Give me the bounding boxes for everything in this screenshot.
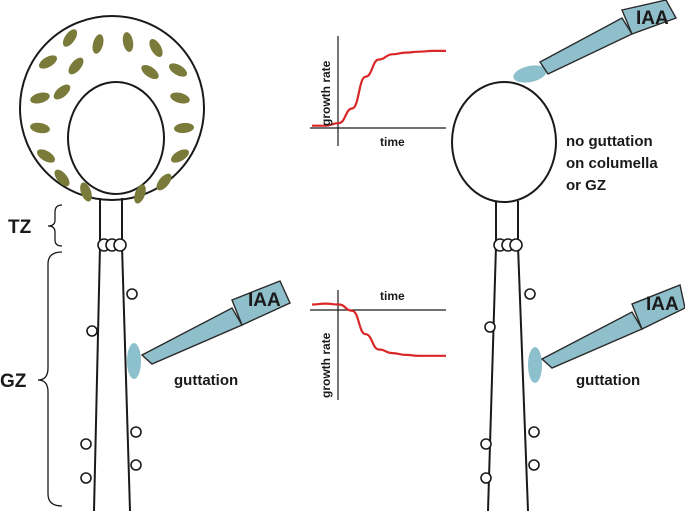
left-iaa-pipette-barrel bbox=[231, 280, 291, 326]
amyloplasts bbox=[30, 29, 194, 204]
amyloplast bbox=[80, 182, 92, 202]
bead bbox=[113, 238, 127, 252]
graph2-curve bbox=[311, 302, 446, 357]
growth-graph-decrease: time growth rate bbox=[310, 289, 446, 400]
amyloplast bbox=[30, 92, 50, 104]
amyloplast bbox=[53, 84, 71, 100]
right-iaa-pipette-barrel bbox=[631, 284, 685, 330]
right-head bbox=[451, 81, 557, 203]
no-guttation-line3: or GZ bbox=[566, 177, 606, 194]
graph2-x-label: time bbox=[380, 289, 405, 303]
tz-brace bbox=[47, 204, 63, 247]
left-tz-beads bbox=[97, 238, 127, 252]
tz-label: TZ bbox=[8, 217, 32, 238]
graph1-x-label: time bbox=[380, 135, 405, 149]
bead bbox=[509, 238, 523, 252]
amyloplast bbox=[36, 149, 56, 163]
left-inner-vacuole bbox=[67, 81, 165, 195]
amyloplast bbox=[30, 122, 50, 134]
top-iaa-pipette bbox=[538, 17, 634, 75]
right-tz-beads bbox=[493, 238, 523, 252]
left-outer-circle bbox=[19, 15, 205, 201]
graph1-y-label: growth rate bbox=[319, 60, 333, 126]
graph1-curve bbox=[312, 49, 446, 127]
amyloplast bbox=[122, 32, 134, 52]
amyloplast bbox=[134, 184, 146, 204]
amyloplast bbox=[174, 122, 194, 134]
side-cell bbox=[484, 321, 496, 333]
no-guttation-line2: on columella bbox=[566, 155, 658, 172]
side-cell bbox=[130, 426, 142, 438]
no-guttation-line1: no guttation bbox=[566, 133, 653, 150]
amyloplast bbox=[168, 63, 188, 77]
amyloplast bbox=[141, 64, 159, 80]
side-cell bbox=[80, 438, 92, 450]
graph2-y-label: growth rate bbox=[319, 332, 333, 398]
amyloplast bbox=[149, 38, 163, 58]
side-cell bbox=[524, 288, 536, 300]
growth-graph-increase: time growth rate bbox=[310, 36, 446, 149]
amyloplast bbox=[62, 29, 78, 47]
side-cell bbox=[80, 472, 92, 484]
amyloplast bbox=[170, 149, 190, 163]
amyloplast bbox=[68, 57, 84, 75]
right-iaa-pipette bbox=[540, 311, 644, 369]
top-iaa-pipette-barrel bbox=[621, 0, 678, 35]
amyloplast bbox=[156, 173, 172, 191]
side-cell bbox=[130, 459, 142, 471]
zone-braces bbox=[37, 204, 63, 507]
left-iaa-pipette bbox=[140, 307, 244, 365]
side-cell bbox=[86, 325, 98, 337]
iaa-top-label: IAA bbox=[636, 8, 669, 29]
left-guttation-droplet bbox=[127, 343, 141, 379]
amyloplast bbox=[92, 34, 104, 54]
iaa-right-label: IAA bbox=[646, 294, 679, 315]
top-droplet bbox=[513, 65, 547, 83]
iaa-left-label: IAA bbox=[248, 290, 281, 311]
amyloplast bbox=[54, 169, 70, 187]
amyloplast bbox=[38, 55, 58, 69]
right-guttation-droplet bbox=[528, 347, 542, 383]
side-cell bbox=[480, 438, 492, 450]
side-cell bbox=[528, 459, 540, 471]
guttation-left-label: guttation bbox=[174, 372, 238, 389]
side-cell bbox=[480, 472, 492, 484]
gz-label: GZ bbox=[0, 371, 27, 392]
amyloplast bbox=[170, 92, 190, 104]
side-cell bbox=[528, 426, 540, 438]
guttation-right-label: guttation bbox=[576, 372, 640, 389]
right-root-cell bbox=[451, 0, 685, 512]
gz-brace bbox=[37, 251, 63, 507]
left-root-cell bbox=[19, 15, 291, 512]
side-cell bbox=[126, 288, 138, 300]
